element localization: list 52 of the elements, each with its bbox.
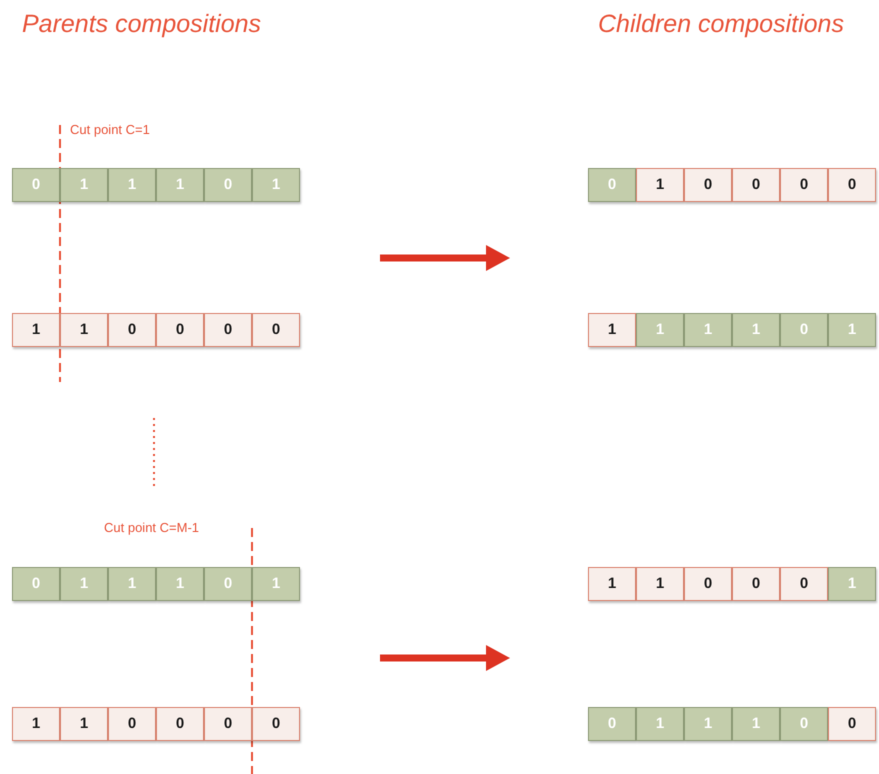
bit-cell: 1 [732, 313, 780, 347]
bit-cell: 1 [636, 168, 684, 202]
bit-cell: 1 [732, 707, 780, 741]
bit-cell: 1 [60, 313, 108, 347]
bit-cell: 1 [252, 168, 300, 202]
bit-cell: 1 [60, 707, 108, 741]
cut-point-label: Cut point C=1 [70, 121, 150, 139]
bit-cell: 0 [252, 707, 300, 741]
heading: Parents compositions [22, 9, 262, 40]
bit-cell: 1 [252, 567, 300, 601]
bit-cell: 1 [636, 313, 684, 347]
bit-cell: 1 [588, 567, 636, 601]
bit-cell: 0 [12, 567, 60, 601]
bit-cell: 1 [12, 707, 60, 741]
bit-cell: 1 [684, 313, 732, 347]
bit-cell: 1 [60, 567, 108, 601]
bit-cell: 1 [12, 313, 60, 347]
bit-cell: 1 [828, 313, 876, 347]
bit-cell: 0 [588, 707, 636, 741]
bit-cell: 0 [780, 313, 828, 347]
bit-cell: 0 [108, 707, 156, 741]
bit-cell: 0 [828, 168, 876, 202]
bit-cell: 0 [204, 567, 252, 601]
bit-cell: 0 [780, 567, 828, 601]
bit-cell: 0 [12, 168, 60, 202]
bit-cell: 0 [156, 313, 204, 347]
bit-cell: 0 [732, 567, 780, 601]
bit-cell: 0 [780, 707, 828, 741]
bit-cell: 1 [684, 707, 732, 741]
bit-cell: 0 [684, 567, 732, 601]
cut-point-label: Cut point C=M-1 [104, 519, 200, 537]
bit-cell: 1 [108, 168, 156, 202]
bit-cell: 0 [588, 168, 636, 202]
bit-cell: 0 [156, 707, 204, 741]
bit-cell: 1 [108, 567, 156, 601]
heading: Children compositions [598, 9, 844, 40]
bit-cell: 1 [636, 567, 684, 601]
bit-cell: 1 [156, 168, 204, 202]
bit-cell: 0 [108, 313, 156, 347]
bit-cell: 1 [60, 168, 108, 202]
bit-cell: 0 [204, 313, 252, 347]
bit-cell: 1 [588, 313, 636, 347]
bit-cell: 1 [828, 567, 876, 601]
bit-cell: 0 [252, 313, 300, 347]
bit-cell: 0 [684, 168, 732, 202]
bit-cell: 0 [204, 707, 252, 741]
bit-cell: 0 [828, 707, 876, 741]
bit-cell: 0 [780, 168, 828, 202]
bit-cell: 0 [204, 168, 252, 202]
bit-cell: 1 [156, 567, 204, 601]
bit-cell: 1 [636, 707, 684, 741]
bit-cell: 0 [732, 168, 780, 202]
